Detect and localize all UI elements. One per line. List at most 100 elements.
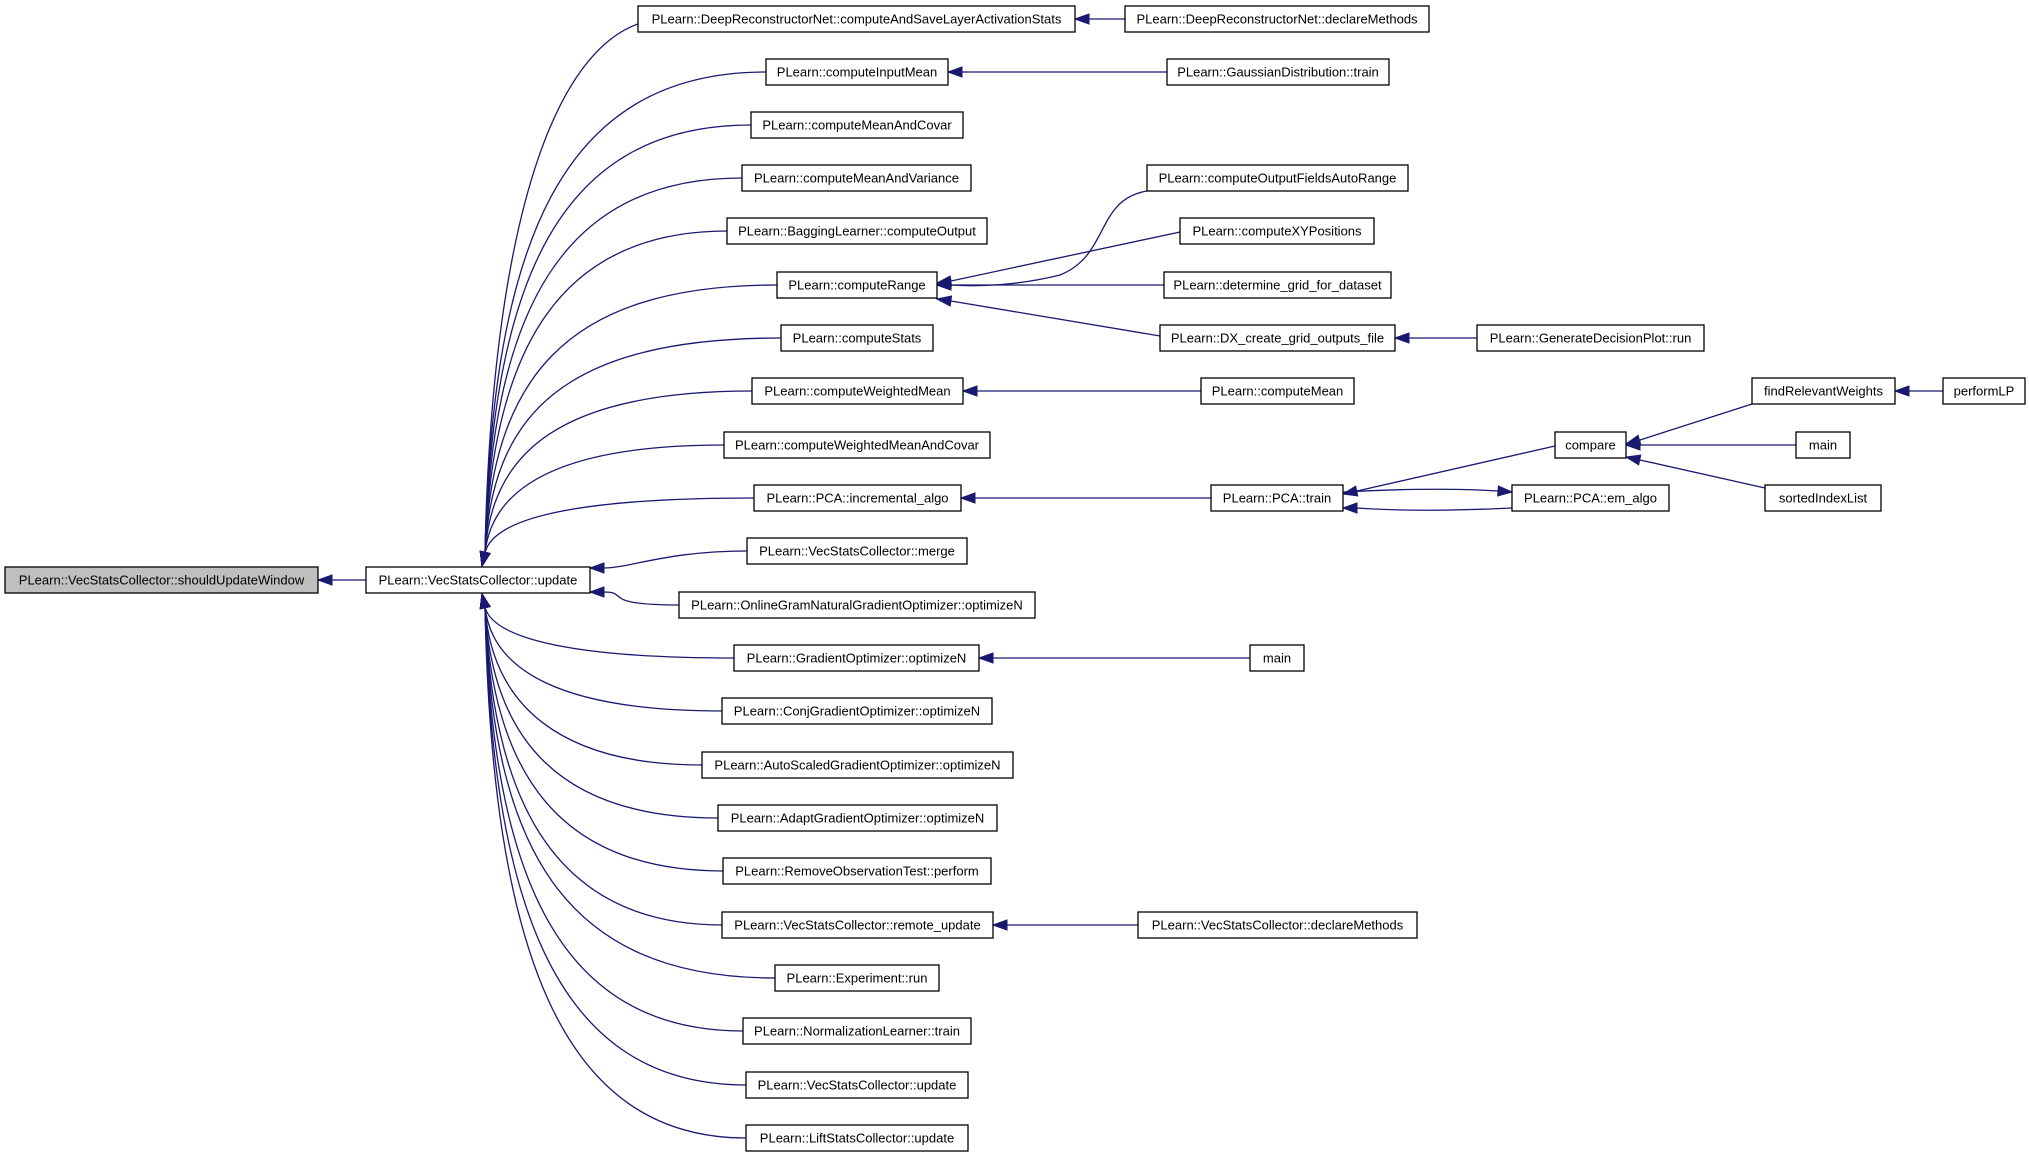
node-compare[interactable]: compare: [1554, 431, 1627, 459]
node-sorted-index-list[interactable]: sortedIndexList: [1764, 484, 1882, 512]
node-compute-xy-positions[interactable]: PLearn::computeXYPositions: [1179, 217, 1375, 245]
node-normalization-train[interactable]: PLearn::NormalizationLearner::train: [742, 1017, 972, 1045]
node-label: PLearn::VecStatsCollector::update: [379, 573, 578, 588]
node-compute-weighted-mean-and-covar[interactable]: PLearn::computeWeightedMeanAndCovar: [723, 431, 991, 459]
node-label: PLearn::computeOutputFieldsAutoRange: [1159, 171, 1397, 186]
node-label: PLearn::RemoveObservationTest::perform: [735, 864, 979, 879]
node-conj-gradient-optimize[interactable]: PLearn::ConjGradientOptimizer::optimizeN: [721, 697, 993, 725]
node-label: sortedIndexList: [1779, 491, 1868, 506]
edge-update-to-should-update-window: [316, 574, 366, 586]
node-compute-range[interactable]: PLearn::computeRange: [776, 271, 938, 299]
node-label: PLearn::computeMeanAndVariance: [754, 171, 959, 186]
node-deep-compute-save[interactable]: PLearn::DeepReconstructorNet::computeAnd…: [637, 5, 1076, 33]
edge-compute-weighted-mean-to-vsc-update: [479, 390, 753, 568]
node-compute-mean-and-variance[interactable]: PLearn::computeMeanAndVariance: [741, 164, 972, 192]
node-gaussian-train[interactable]: PLearn::GaussianDistribution::train: [1166, 58, 1390, 86]
node-label: PLearn::VecStatsCollector::remote_update: [734, 918, 980, 933]
edge-pca-train-to-em-algo: [1342, 485, 1514, 497]
node-vsc-update-2[interactable]: PLearn::VecStatsCollector::update: [745, 1071, 969, 1099]
node-vsc-merge[interactable]: PLearn::VecStatsCollector::merge: [746, 537, 968, 565]
node-gradient-optimize[interactable]: PLearn::GradientOptimizer::optimizeN: [733, 644, 980, 672]
node-label: PLearn::PCA::em_algo: [1524, 491, 1657, 506]
node-generate-decision-plot-run[interactable]: PLearn::GenerateDecisionPlot::run: [1476, 324, 1705, 352]
edge-bagging-compute-output-to-vsc-update: [479, 230, 728, 568]
node-label: PLearn::computeInputMean: [777, 65, 937, 80]
edge-compute-range-to-vsc-update: [479, 284, 778, 568]
edge-main-2-to-gradient-optimize: [977, 652, 1250, 664]
node-label: findRelevantWeights: [1764, 384, 1883, 399]
node-adapt-gradient-optimize[interactable]: PLearn::AdaptGradientOptimizer::optimize…: [717, 804, 998, 832]
node-lift-stats-update[interactable]: PLearn::LiftStatsCollector::update: [745, 1124, 969, 1152]
node-label: PLearn::computeXYPositions: [1192, 224, 1362, 239]
node-label: PLearn::VecStatsCollector::update: [758, 1078, 957, 1093]
graph-edges: [316, 13, 1943, 1139]
node-label: PLearn::AdaptGradientOptimizer::optimize…: [731, 811, 985, 826]
node-compute-mean[interactable]: PLearn::computeMean: [1200, 377, 1355, 405]
node-determine-grid[interactable]: PLearn::determine_grid_for_dataset: [1163, 271, 1392, 299]
node-label: PLearn::Experiment::run: [787, 971, 928, 986]
edge-auto-scaled-optimize-to-vsc-update: [479, 592, 703, 766]
edge-vsc-declare-to-remote-update: [991, 919, 1138, 931]
node-label: PLearn::computeMeanAndCovar: [762, 118, 952, 133]
node-compute-mean-and-covar[interactable]: PLearn::computeMeanAndCovar: [750, 111, 964, 139]
node-remove-observation-perform[interactable]: PLearn::RemoveObservationTest::perform: [722, 857, 992, 885]
edge-lift-stats-update-to-vsc-update: [479, 592, 747, 1139]
node-pca-em-algo[interactable]: PLearn::PCA::em_algo: [1511, 484, 1670, 512]
node-compute-stats[interactable]: PLearn::computeStats: [780, 324, 934, 352]
node-auto-scaled-optimize[interactable]: PLearn::AutoScaledGradientOptimizer::opt…: [701, 751, 1014, 779]
node-pca-train[interactable]: PLearn::PCA::train: [1210, 484, 1344, 512]
edge-determine-grid-to-compute-range: [935, 279, 1164, 291]
node-label: PLearn::determine_grid_for_dataset: [1173, 278, 1382, 293]
node-vsc-remote-update[interactable]: PLearn::VecStatsCollector::remote_update: [721, 911, 994, 939]
node-label: PLearn::OnlineGramNaturalGradientOptimiz…: [691, 598, 1023, 613]
edge-decision-plot-to-dx-create: [1393, 332, 1477, 344]
node-pca-incremental-algo[interactable]: PLearn::PCA::incremental_algo: [753, 484, 962, 512]
node-online-gram-optimize[interactable]: PLearn::OnlineGramNaturalGradientOptimiz…: [678, 591, 1036, 619]
edge-online-gram-optimize-to-vsc-update: [588, 586, 680, 606]
node-find-relevant-weights[interactable]: findRelevantWeights: [1751, 377, 1896, 405]
edge-gaussian-train-to-compute-input-mean: [946, 66, 1167, 78]
node-compute-weighted-mean[interactable]: PLearn::computeWeightedMean: [751, 377, 964, 405]
edge-sorted-index-to-compare: [1624, 454, 1766, 489]
node-dx-create-grid[interactable]: PLearn::DX_create_grid_outputs_file: [1159, 324, 1396, 352]
node-label: PLearn::VecStatsCollector::shouldUpdateW…: [19, 573, 305, 588]
edge-compute-weighted-mean-caller: [961, 385, 1201, 397]
node-label: PLearn::VecStatsCollector::merge: [759, 544, 955, 559]
node-vsc-declare-methods[interactable]: PLearn::VecStatsCollector::declareMethod…: [1137, 911, 1418, 939]
node-label: main: [1263, 651, 1291, 666]
edge-pca-incremental-algo-to-vsc-update: [479, 497, 755, 568]
node-compute-output-fields-auto-range[interactable]: PLearn::computeOutputFieldsAutoRange: [1146, 164, 1409, 192]
node-deep-declare-methods[interactable]: PLearn::DeepReconstructorNet::declareMet…: [1124, 5, 1430, 33]
edge-pca-train-to-incremental-algo: [959, 492, 1211, 504]
node-main-2[interactable]: main: [1249, 644, 1305, 672]
node-perform-lp[interactable]: performLP: [1942, 377, 2026, 405]
node-label: PLearn::AutoScaledGradientOptimizer::opt…: [714, 758, 1000, 773]
node-vsc-update[interactable]: PLearn::VecStatsCollector::update: [365, 566, 591, 594]
node-label: compare: [1565, 438, 1616, 453]
node-bagging-compute-output[interactable]: PLearn::BaggingLearner::computeOutput: [726, 217, 988, 245]
node-experiment-run[interactable]: PLearn::Experiment::run: [774, 964, 940, 992]
node-label: PLearn::GenerateDecisionPlot::run: [1490, 331, 1692, 346]
node-label: PLearn::computeRange: [788, 278, 925, 293]
edge-perform-lp-to-find-relevant: [1893, 385, 1943, 397]
edge-compute-input-mean-to-vsc-update: [479, 71, 767, 568]
edge-em-algo-to-pca-train: [1341, 502, 1513, 514]
node-should-update-window[interactable]: PLearn::VecStatsCollector::shouldUpdateW…: [4, 566, 319, 594]
edge-deep-declare-to-deep-compute: [1073, 13, 1125, 25]
node-label: PLearn::computeWeightedMean: [764, 384, 950, 399]
edge-main-1-to-compare: [1624, 439, 1796, 451]
edge-find-relevant-to-compare: [1624, 403, 1753, 446]
node-label: PLearn::PCA::incremental_algo: [766, 491, 948, 506]
node-label: PLearn::DeepReconstructorNet::computeAnd…: [652, 12, 1062, 27]
node-label: PLearn::LiftStatsCollector::update: [760, 1131, 954, 1146]
node-label: PLearn::PCA::train: [1223, 491, 1331, 506]
node-label: PLearn::GradientOptimizer::optimizeN: [747, 651, 967, 666]
node-label: PLearn::ConjGradientOptimizer::optimizeN: [734, 704, 980, 719]
node-compute-input-mean[interactable]: PLearn::computeInputMean: [765, 58, 949, 86]
node-label: main: [1809, 438, 1837, 453]
graph-nodes: PLearn::VecStatsCollector::shouldUpdateW…: [4, 5, 2026, 1152]
node-label: PLearn::DX_create_grid_outputs_file: [1171, 331, 1384, 346]
edge-compute-mean-and-variance-to-vsc-update: [479, 177, 743, 568]
node-main-1[interactable]: main: [1795, 431, 1851, 459]
